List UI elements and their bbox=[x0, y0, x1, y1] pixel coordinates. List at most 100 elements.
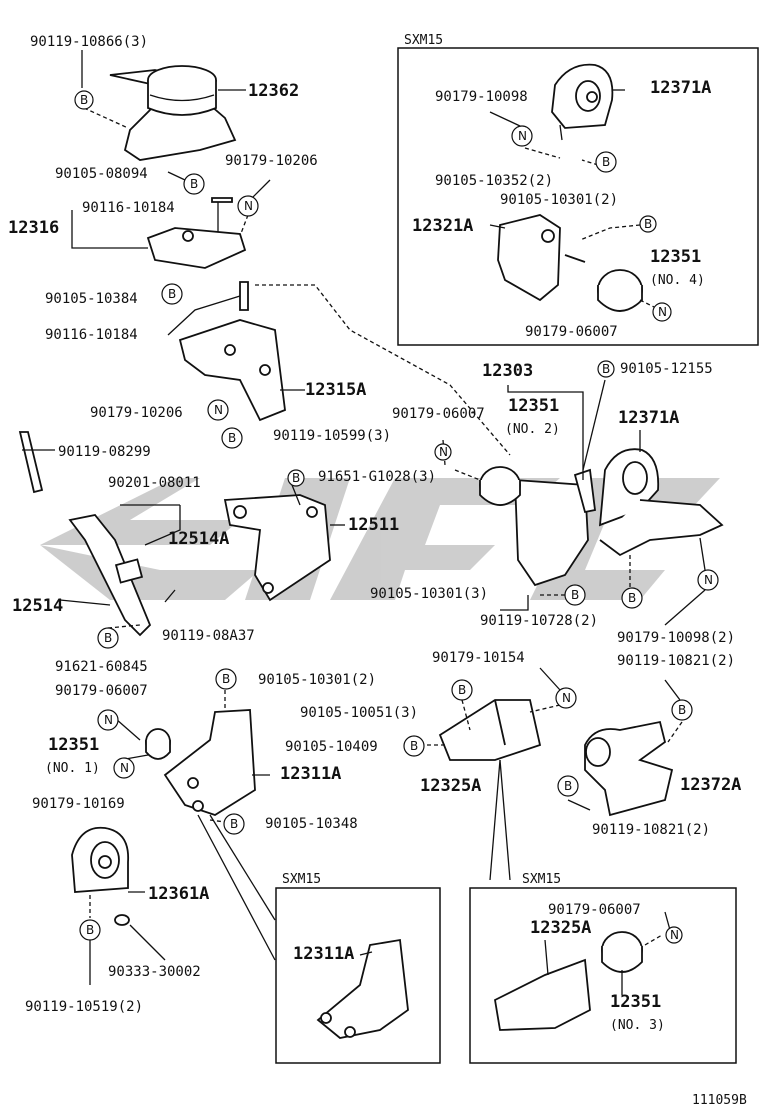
marker-n: N bbox=[652, 302, 672, 322]
label: 90179-06007 bbox=[548, 902, 641, 918]
label: 12362 bbox=[248, 81, 299, 101]
svg-text:B: B bbox=[190, 177, 198, 191]
svg-text:B: B bbox=[168, 287, 176, 301]
part-12321a-bracket bbox=[497, 214, 586, 302]
label: 12514A bbox=[168, 529, 229, 549]
label: (NO. 4) bbox=[650, 273, 705, 288]
svg-text:B: B bbox=[628, 591, 636, 605]
svg-text:N: N bbox=[518, 129, 527, 143]
label: 12325A bbox=[420, 776, 481, 796]
svg-text:N: N bbox=[439, 445, 448, 459]
svg-text:N: N bbox=[704, 573, 713, 587]
marker-b: B bbox=[621, 587, 643, 609]
marker-n: N bbox=[97, 709, 119, 731]
marker-n: N bbox=[665, 926, 683, 944]
label: 90119-10866(3) bbox=[30, 34, 148, 50]
label: (NO. 3) bbox=[610, 1018, 665, 1033]
marker-b: B bbox=[557, 775, 579, 797]
part-12325a-bracket bbox=[438, 699, 542, 761]
label: 90179-06007 bbox=[525, 324, 618, 340]
part-labels: 90119-10866(3) 12362 90105-08094 90179-1… bbox=[8, 34, 747, 1108]
sxm15-box-bottom-right bbox=[469, 887, 737, 1064]
part-12351-no3-insulator bbox=[601, 931, 643, 973]
marker-n: N bbox=[555, 687, 577, 709]
part-12351-no1-insulator bbox=[145, 728, 171, 760]
label: 12371A bbox=[650, 78, 711, 98]
marker-n: N bbox=[113, 757, 135, 779]
svg-text:B: B bbox=[230, 817, 238, 831]
label: 12325A bbox=[530, 918, 591, 938]
marker-n: N bbox=[237, 195, 259, 217]
label: (NO. 2) bbox=[505, 422, 560, 437]
svg-text:B: B bbox=[571, 588, 579, 602]
marker-n: N bbox=[434, 443, 452, 461]
label: 12311A bbox=[293, 944, 354, 964]
svg-text:B: B bbox=[678, 703, 686, 717]
marker-b: B bbox=[595, 151, 617, 173]
marker-b: B bbox=[287, 469, 305, 487]
label: 12371A bbox=[618, 408, 679, 428]
marker-n: N bbox=[697, 569, 719, 591]
svg-text:B: B bbox=[86, 923, 94, 937]
svg-text:N: N bbox=[562, 691, 571, 705]
marker-b: B bbox=[597, 360, 615, 378]
part-12316-bracket bbox=[146, 197, 247, 269]
marker-n: N bbox=[207, 399, 229, 421]
marker-b: B bbox=[79, 919, 101, 941]
label: 90333-30002 bbox=[108, 964, 201, 980]
svg-text:B: B bbox=[644, 217, 652, 231]
marker-b: B bbox=[215, 668, 237, 690]
svg-text:B: B bbox=[104, 631, 112, 645]
svg-text:B: B bbox=[564, 779, 572, 793]
marker-b: B bbox=[223, 813, 245, 835]
label: 90119-08A37 bbox=[162, 628, 255, 644]
svg-text:N: N bbox=[104, 713, 113, 727]
part-12351-no2-insulator bbox=[479, 466, 521, 506]
sxm15-box-top bbox=[397, 47, 759, 346]
svg-text:B: B bbox=[458, 683, 466, 697]
label: 91651-G1028(3) bbox=[318, 469, 436, 485]
marker-b: B bbox=[451, 679, 473, 701]
label: 90105-10352(2) bbox=[435, 173, 553, 189]
marker-b: B bbox=[639, 215, 657, 233]
part-12511-bracket bbox=[223, 494, 331, 602]
part-12311a-sxm15-bracket bbox=[316, 938, 409, 1039]
label: 90105-10409 bbox=[285, 739, 378, 755]
label: 12321A bbox=[412, 216, 473, 236]
svg-text:B: B bbox=[602, 155, 610, 169]
svg-text:B: B bbox=[410, 739, 418, 753]
label: 90119-10821(2) bbox=[617, 653, 735, 669]
label: 90119-10599(3) bbox=[273, 428, 391, 444]
marker-b: B bbox=[564, 584, 586, 606]
label: 90105-10301(3) bbox=[370, 586, 488, 602]
svg-text:B: B bbox=[222, 672, 230, 686]
part-12372a-mount bbox=[584, 720, 674, 817]
part-12361a-mount bbox=[71, 826, 130, 926]
part-12315a-bracket bbox=[178, 281, 286, 422]
label: 12351 bbox=[48, 735, 99, 755]
label: 90105-10384 bbox=[45, 291, 138, 307]
label: 90179-10206 bbox=[225, 153, 318, 169]
label: 91621-60845 bbox=[55, 659, 148, 675]
leader-lines bbox=[22, 50, 706, 995]
label: 90116-10184 bbox=[82, 200, 175, 216]
svg-text:N: N bbox=[658, 305, 667, 319]
svg-text:B: B bbox=[602, 362, 610, 376]
marker-b: B bbox=[221, 427, 243, 449]
part-12351-no4-insulator bbox=[597, 269, 643, 312]
label: 90119-10519(2) bbox=[25, 999, 143, 1015]
svg-text:B: B bbox=[292, 471, 300, 485]
figure-id: 111059B bbox=[692, 1093, 747, 1108]
part-12514-rod bbox=[18, 431, 152, 637]
label: 90105-10301(2) bbox=[500, 192, 618, 208]
svg-text:N: N bbox=[670, 928, 679, 942]
label: 90201-08011 bbox=[108, 475, 201, 491]
label: 90105-12155 bbox=[620, 361, 713, 377]
label: (NO. 1) bbox=[45, 761, 100, 776]
label: 90105-10301(2) bbox=[258, 672, 376, 688]
label: 90179-10154 bbox=[432, 650, 525, 666]
label: 12361A bbox=[148, 884, 209, 904]
svg-text:N: N bbox=[120, 761, 129, 775]
